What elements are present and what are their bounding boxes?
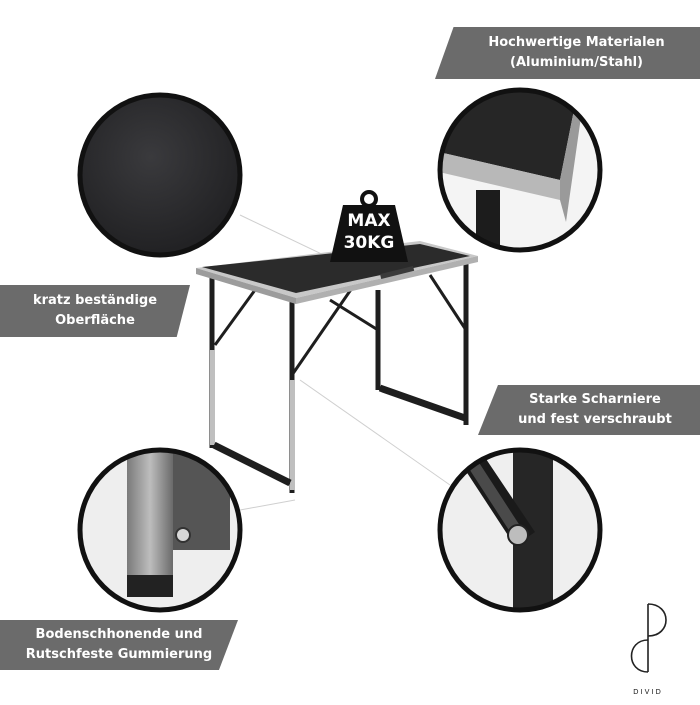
weight-icon	[330, 190, 408, 262]
detail-circle-hinge	[437, 447, 603, 613]
surface-line-2: Oberfläche	[55, 313, 135, 328]
surface-line-1: kratz beständige	[32, 293, 158, 308]
hinges-line-2: und fest verschraubt	[518, 412, 672, 427]
materials-line-1: Hochwertige Materialen	[488, 35, 665, 50]
detail-circle-foot	[77, 447, 243, 613]
weight-badge-line-2: 30KG	[343, 233, 395, 253]
weight-badge-line-1: MAX	[347, 211, 391, 231]
hinges-line-1: Starke Scharniere	[529, 392, 661, 407]
feet-line-1: Bodenschhonende und	[35, 627, 203, 642]
hinges-banner: Starke Scharniere und fest verschraubt	[478, 385, 700, 435]
surface-banner: kratz beständige Oberfläche	[0, 285, 190, 337]
brand-logo-icon	[630, 603, 667, 673]
materials-banner: Hochwertige Materialen (Aluminium/Stahl)	[435, 27, 700, 79]
feet-banner: Bodenschhonende und Rutschfeste Gummieru…	[0, 620, 238, 670]
connector-lines	[239, 214, 451, 511]
detail-circle-materials	[437, 87, 603, 253]
detail-circle-surface	[77, 92, 243, 258]
brand-name: DIVID	[633, 688, 663, 696]
materials-line-2: (Aluminium/Stahl)	[510, 55, 643, 70]
table	[196, 241, 478, 493]
feet-line-2: Rutschfeste Gummierung	[25, 647, 213, 662]
weight-badge-label: MAX 30KG	[330, 210, 408, 254]
